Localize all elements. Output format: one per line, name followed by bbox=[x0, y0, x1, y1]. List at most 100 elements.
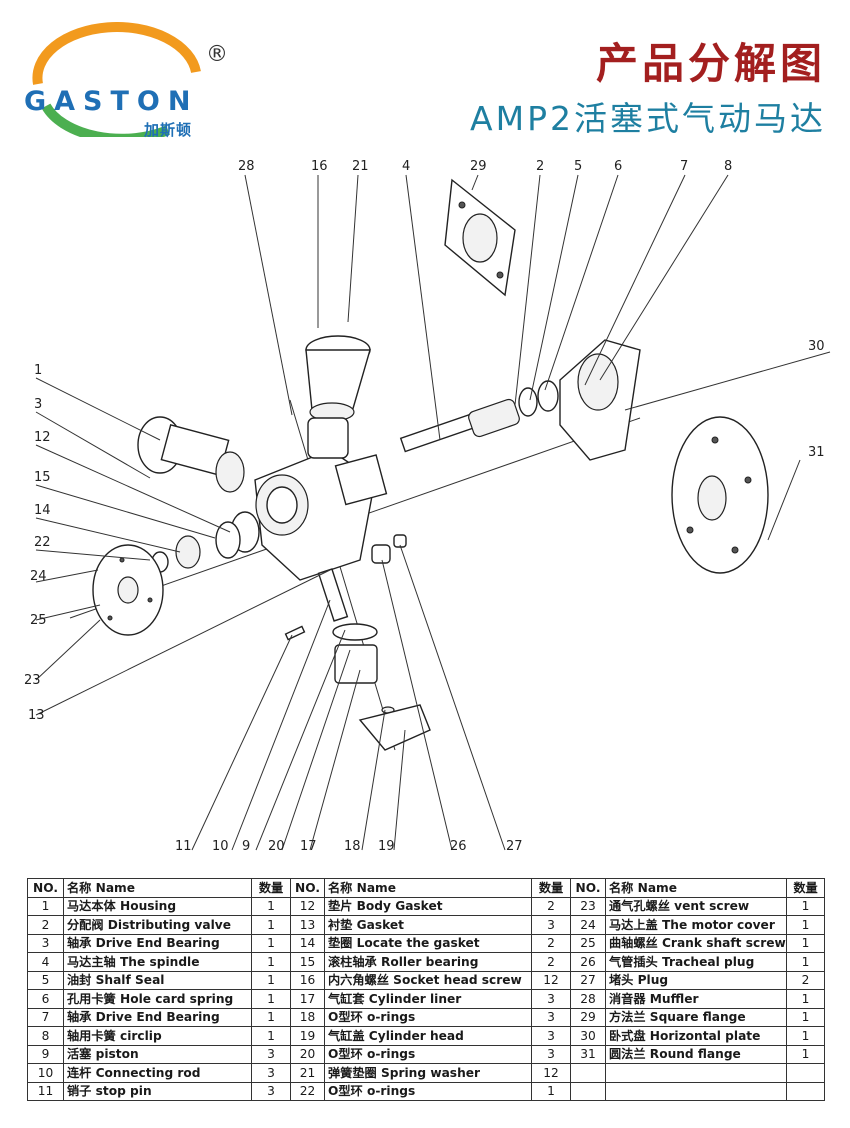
callout-26: 26 bbox=[450, 839, 467, 854]
part-number-cell: 27 bbox=[570, 970, 606, 990]
part-number-cell: 12 bbox=[290, 896, 325, 916]
part-qty-cell: 1 bbox=[786, 896, 825, 916]
part-number-cell bbox=[570, 1081, 606, 1101]
part-qty-cell: 2 bbox=[531, 933, 571, 953]
part-name-cell: 连杆 Connecting rod bbox=[63, 1063, 252, 1083]
callout-18: 18 bbox=[344, 839, 361, 854]
part-qty-cell: 1 bbox=[251, 989, 291, 1009]
part-number-cell bbox=[570, 1063, 606, 1083]
callout-14: 14 bbox=[34, 503, 51, 518]
table-header-row: NO. 名称 Name 数量 NO. 名称 Name 数量 NO. 名称 Nam… bbox=[27, 878, 825, 898]
part-qty-cell: 1 bbox=[786, 915, 825, 935]
part-number-cell: 18 bbox=[290, 1007, 325, 1027]
part-qty-cell: 12 bbox=[531, 970, 571, 990]
spindle-part bbox=[399, 380, 559, 453]
callout-29: 29 bbox=[470, 159, 487, 174]
part-number-cell: 6 bbox=[27, 989, 64, 1009]
part-name-cell: 油封 Shalf Seal bbox=[63, 970, 252, 990]
part-qty-cell: 1 bbox=[786, 933, 825, 953]
part-name-cell: 圆法兰 Round flange bbox=[605, 1044, 787, 1064]
logo-chinese-name: 加斯顿 bbox=[144, 121, 193, 139]
part-number-cell: 2 bbox=[27, 915, 64, 935]
part-number-cell: 16 bbox=[290, 970, 325, 990]
callout-7: 7 bbox=[680, 159, 688, 174]
callout-8: 8 bbox=[724, 159, 732, 174]
part-number-cell: 8 bbox=[27, 1026, 64, 1046]
header-name: 名称 Name bbox=[605, 878, 787, 898]
part-name-cell: 气缸套 Cylinder liner bbox=[324, 989, 532, 1009]
part-qty-cell bbox=[786, 1081, 825, 1101]
part-name-cell: 滚柱轴承 Roller bearing bbox=[324, 952, 532, 972]
part-qty-cell: 1 bbox=[251, 1026, 291, 1046]
header-no: NO. bbox=[290, 878, 325, 898]
part-name-cell: 轴承 Drive End Bearing bbox=[63, 933, 252, 953]
part-name-cell: 垫圈 Locate the gasket bbox=[324, 933, 532, 953]
part-name-cell: 轴用卡簧 circlip bbox=[63, 1026, 252, 1046]
part-qty-cell: 1 bbox=[786, 1044, 825, 1064]
part-qty-cell: 3 bbox=[531, 915, 571, 935]
callout-23: 23 bbox=[24, 673, 41, 688]
part-name-cell: 马达主轴 The spindle bbox=[63, 952, 252, 972]
part-qty-cell: 1 bbox=[251, 896, 291, 916]
part-qty-cell: 3 bbox=[251, 1063, 291, 1083]
part-qty-cell: 3 bbox=[531, 1044, 571, 1064]
part-name-cell: 方法兰 Square flange bbox=[605, 1007, 787, 1027]
part-name-cell: 消音器 Muffler bbox=[605, 989, 787, 1009]
part-name-cell: 卧式盘 Horizontal plate bbox=[605, 1026, 787, 1046]
part-qty-cell: 1 bbox=[251, 1007, 291, 1027]
part-name-cell: 马达上盖 The motor cover bbox=[605, 915, 787, 935]
part-qty-cell: 1 bbox=[251, 970, 291, 990]
callout-2: 2 bbox=[536, 159, 544, 174]
part-name-cell: 堵头 Plug bbox=[605, 970, 787, 990]
part-name-cell: 轴承 Drive End Bearing bbox=[63, 1007, 252, 1027]
part-number-cell: 25 bbox=[570, 933, 606, 953]
part-name-cell bbox=[605, 1063, 787, 1083]
part-qty-cell: 2 bbox=[531, 952, 571, 972]
callout-5: 5 bbox=[574, 159, 582, 174]
part-name-cell: 曲轴螺丝 Crank shaft screw bbox=[605, 933, 787, 953]
part-qty-cell: 3 bbox=[251, 1044, 291, 1064]
callout-30: 30 bbox=[808, 339, 825, 354]
part-name-cell: 垫片 Body Gasket bbox=[324, 896, 532, 916]
part-name-cell: 孔用卡簧 Hole card spring bbox=[63, 989, 252, 1009]
part-number-cell: 15 bbox=[290, 952, 325, 972]
part-name-cell: 弹簧垫圈 Spring washer bbox=[324, 1063, 532, 1083]
part-number-cell: 19 bbox=[290, 1026, 325, 1046]
part-number-cell: 3 bbox=[27, 933, 64, 953]
part-number-cell: 22 bbox=[290, 1081, 325, 1101]
part-qty-cell: 2 bbox=[531, 896, 571, 916]
tracheal-plug-part bbox=[371, 544, 391, 564]
header-no: NO. bbox=[570, 878, 606, 898]
part-qty-cell: 1 bbox=[251, 915, 291, 935]
top-cylinder-part bbox=[305, 335, 371, 459]
part-number-cell: 23 bbox=[570, 896, 606, 916]
part-number-cell: 20 bbox=[290, 1044, 325, 1064]
part-number-cell: 17 bbox=[290, 989, 325, 1009]
round-flange-part bbox=[671, 416, 769, 574]
part-qty-cell: 1 bbox=[786, 989, 825, 1009]
part-qty-cell: 1 bbox=[786, 1007, 825, 1027]
header-qty: 数量 bbox=[786, 878, 825, 898]
logo-wordmark: GASTON bbox=[24, 86, 199, 117]
callout-15: 15 bbox=[34, 470, 51, 485]
parts-list-table: NO. 名称 Name 数量 NO. 名称 Name 数量 NO. 名称 Nam… bbox=[27, 878, 825, 1101]
part-name-cell: 通气孔螺丝 vent screw bbox=[605, 896, 787, 916]
callout-4: 4 bbox=[402, 159, 410, 174]
part-name-cell bbox=[605, 1081, 787, 1101]
callout-20: 20 bbox=[268, 839, 285, 854]
part-name-cell: 销子 stop pin bbox=[63, 1081, 252, 1101]
header-qty: 数量 bbox=[251, 878, 291, 898]
part-number-cell: 29 bbox=[570, 1007, 606, 1027]
callout-6: 6 bbox=[614, 159, 622, 174]
callout-12: 12 bbox=[34, 430, 51, 445]
left-cylinder-part bbox=[137, 416, 245, 493]
callout-11: 11 bbox=[175, 839, 192, 854]
part-number-cell: 24 bbox=[570, 915, 606, 935]
part-number-cell: 9 bbox=[27, 1044, 64, 1064]
